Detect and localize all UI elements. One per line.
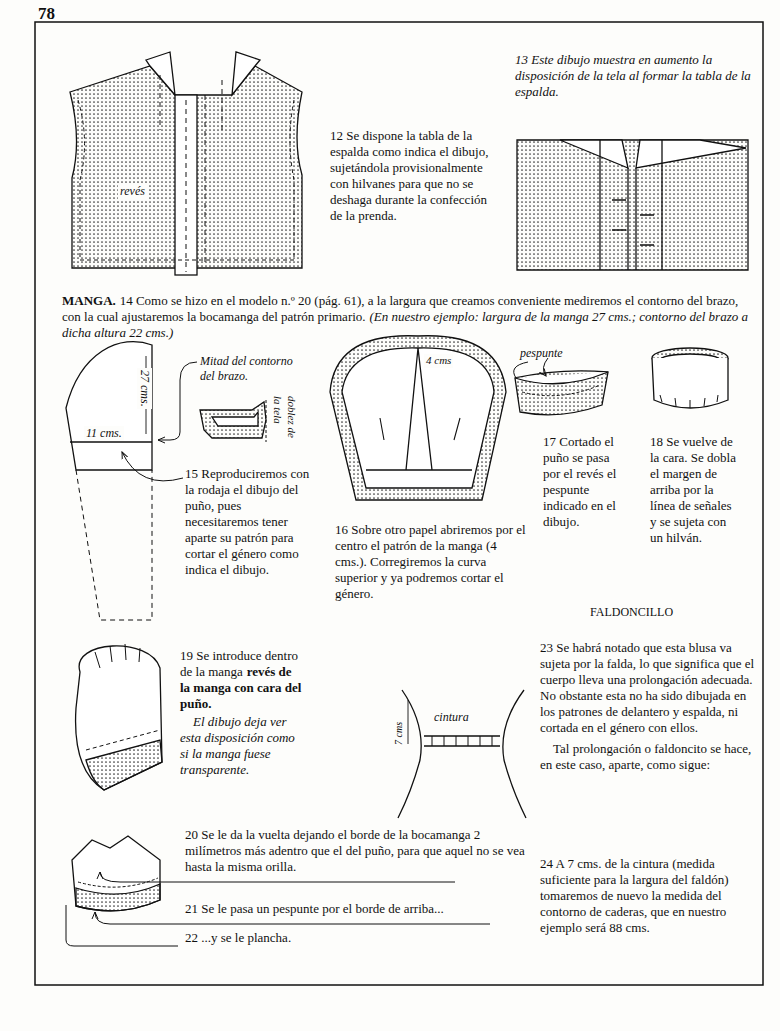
pleat-detail-figure <box>517 140 748 270</box>
text: FALDONCILLO <box>590 605 673 619</box>
sleeve-with-cuff-figure <box>76 644 162 790</box>
paragraph: Tal prolongación o faldoncito se hace, e… <box>540 741 756 773</box>
text: Tal prolongación o faldoncito se hace, e… <box>540 741 751 772</box>
text-block: 16 Sobre otro papel abriremos por el cen… <box>335 522 527 602</box>
text: cintura <box>434 710 469 724</box>
text: 7 cms <box>393 722 404 745</box>
text: El dibujo deja ver esta disposición como… <box>180 714 295 777</box>
turned-cuff-figure <box>652 348 728 408</box>
text: 21 Se le pasa un pespunte por el borde d… <box>185 901 444 916</box>
text: 17 Cortado el puño se pasa por el revés … <box>543 434 616 529</box>
text: 27 cms. <box>138 370 152 407</box>
text-block: Mitad del contorno del brazo. <box>200 354 300 384</box>
text: Mitad del contorno del brazo. <box>200 354 293 383</box>
text-block: 24 A 7 cms. de la cintura (medida sufici… <box>540 856 756 936</box>
text-block: MANGA.14 Como se hizo en el modelo n.º 2… <box>62 293 757 341</box>
text: 11 cms. <box>86 426 122 440</box>
text-block: 27 cms. <box>137 368 152 409</box>
opened-sleeve-figure <box>330 336 506 500</box>
text-block: FALDONCILLO <box>590 605 673 620</box>
text: 20 Se le da la vuelta dejando el borde d… <box>185 827 525 874</box>
text-block: 7 cms <box>393 722 405 745</box>
text: 4 cms <box>426 354 451 366</box>
cuff-pattern-figure <box>200 400 266 442</box>
text: MANGA. <box>62 293 116 308</box>
text: 16 Sobre otro papel abriremos por el cen… <box>335 522 526 601</box>
page-frame <box>35 22 763 985</box>
text-block: 23 Se habrá notado que esta blusa va suj… <box>540 640 756 773</box>
waist-hip-figure <box>398 690 526 818</box>
text: 12 Se dispone la tabla de la espalda com… <box>330 128 488 223</box>
text-block: cintura <box>434 710 469 725</box>
text: 23 Se habrá notado que esta blusa va suj… <box>540 640 754 735</box>
paragraph: El dibujo deja ver esta disposición como… <box>180 714 304 778</box>
text: 22 ...y se le plancha. <box>185 930 291 945</box>
back-piece-figure <box>70 52 302 275</box>
text-block: 20 Se le da la vuelta dejando el borde d… <box>185 827 530 875</box>
text-block: 11 cms. <box>84 426 124 441</box>
text-block: 78 <box>38 4 98 25</box>
leader-lines <box>66 358 548 946</box>
text-block: 15 Reproduciremos con la rodaja el dibuj… <box>185 466 313 578</box>
text-block: revés <box>118 184 147 199</box>
text: 18 Se vuelve de la cara. Se dobla el mar… <box>650 434 736 545</box>
text-block: 17 Cortado el puño se pasa por el revés … <box>543 434 625 530</box>
text-block: 21 Se le pasa un pespunte por el borde d… <box>185 901 525 917</box>
text-block: pespunte <box>520 346 563 361</box>
text: doblez de la tela <box>272 396 298 438</box>
text: 13 Este dibujo muestra en aumento la dis… <box>515 52 751 99</box>
text-block: doblez de la tela <box>271 396 298 448</box>
text: pespunte <box>520 346 563 360</box>
text: revés <box>120 184 145 198</box>
text-block: 13 Este dibujo muestra en aumento la dis… <box>515 52 755 100</box>
half-sleeve-figure <box>66 342 197 620</box>
page-number: 78 <box>38 4 55 23</box>
text-block: 18 Se vuelve de la cara. Se dobla el mar… <box>650 434 738 546</box>
text-block: 19 Se introduce dentro de la mangarevés … <box>180 648 304 778</box>
text: 15 Reproduciremos con la rodaja el dibuj… <box>185 466 309 577</box>
text-block: 4 cms <box>424 354 453 368</box>
text: 24 A 7 cms. de la cintura (medida sufici… <box>540 856 729 935</box>
text-block: 12 Se dispone la tabla de la espalda com… <box>330 128 502 224</box>
finished-cuff-figure <box>72 836 160 911</box>
text-block: 22 ...y se le plancha. <box>185 930 485 946</box>
cuff-stitching-figure <box>514 362 608 415</box>
